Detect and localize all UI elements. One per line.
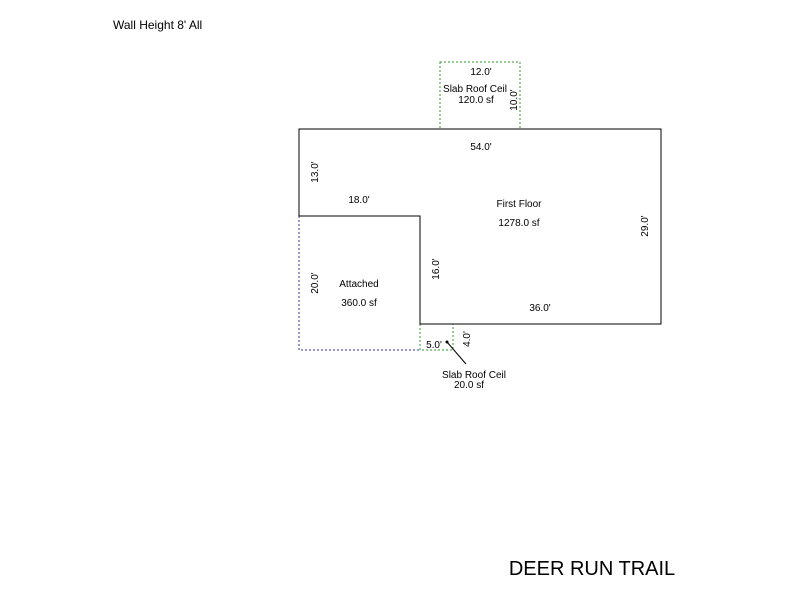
- slab-bottom-area: 20.0 sf: [454, 380, 484, 391]
- wall-height-note: Wall Height 8' All: [113, 18, 202, 32]
- main-top-label: 54.0': [470, 142, 491, 153]
- main-left-label: 13.0': [310, 161, 321, 182]
- slab-roof-top-outline: [439, 61, 521, 130]
- slab-bottom-width-label: 5.0': [426, 340, 442, 351]
- slab-top-name: Slab Roof Ceil: [443, 84, 507, 95]
- attached-name: Attached: [339, 279, 378, 290]
- main-bottom-label: 36.0': [529, 303, 550, 314]
- slab-bottom-name: Slab Roof Ceil: [442, 370, 506, 381]
- slab-top-area: 120.0 sf: [458, 95, 494, 106]
- inner-wall-label: 16.0': [431, 258, 442, 279]
- attached-left-label: 20.0': [310, 272, 321, 293]
- attached-area: 360.0 sf: [341, 298, 377, 309]
- first-floor-outline: [298, 128, 662, 325]
- attached-outline: [298, 216, 420, 351]
- first-floor-name: First Floor: [497, 199, 543, 210]
- slab-bottom-leader-dot: [445, 340, 449, 344]
- slab-top-width-label: 12.0': [470, 67, 491, 78]
- main-right-label: 29.0': [640, 215, 651, 236]
- slab-bottom-leader-line: [446, 341, 467, 365]
- slab-bottom-depth-label: 4.0': [462, 331, 473, 347]
- main-step-label: 18.0': [348, 195, 369, 206]
- address-title: DEER RUN TRAIL: [509, 558, 675, 580]
- slab-top-depth-label: 10.0': [509, 89, 520, 110]
- first-floor-area: 1278.0 sf: [498, 218, 539, 229]
